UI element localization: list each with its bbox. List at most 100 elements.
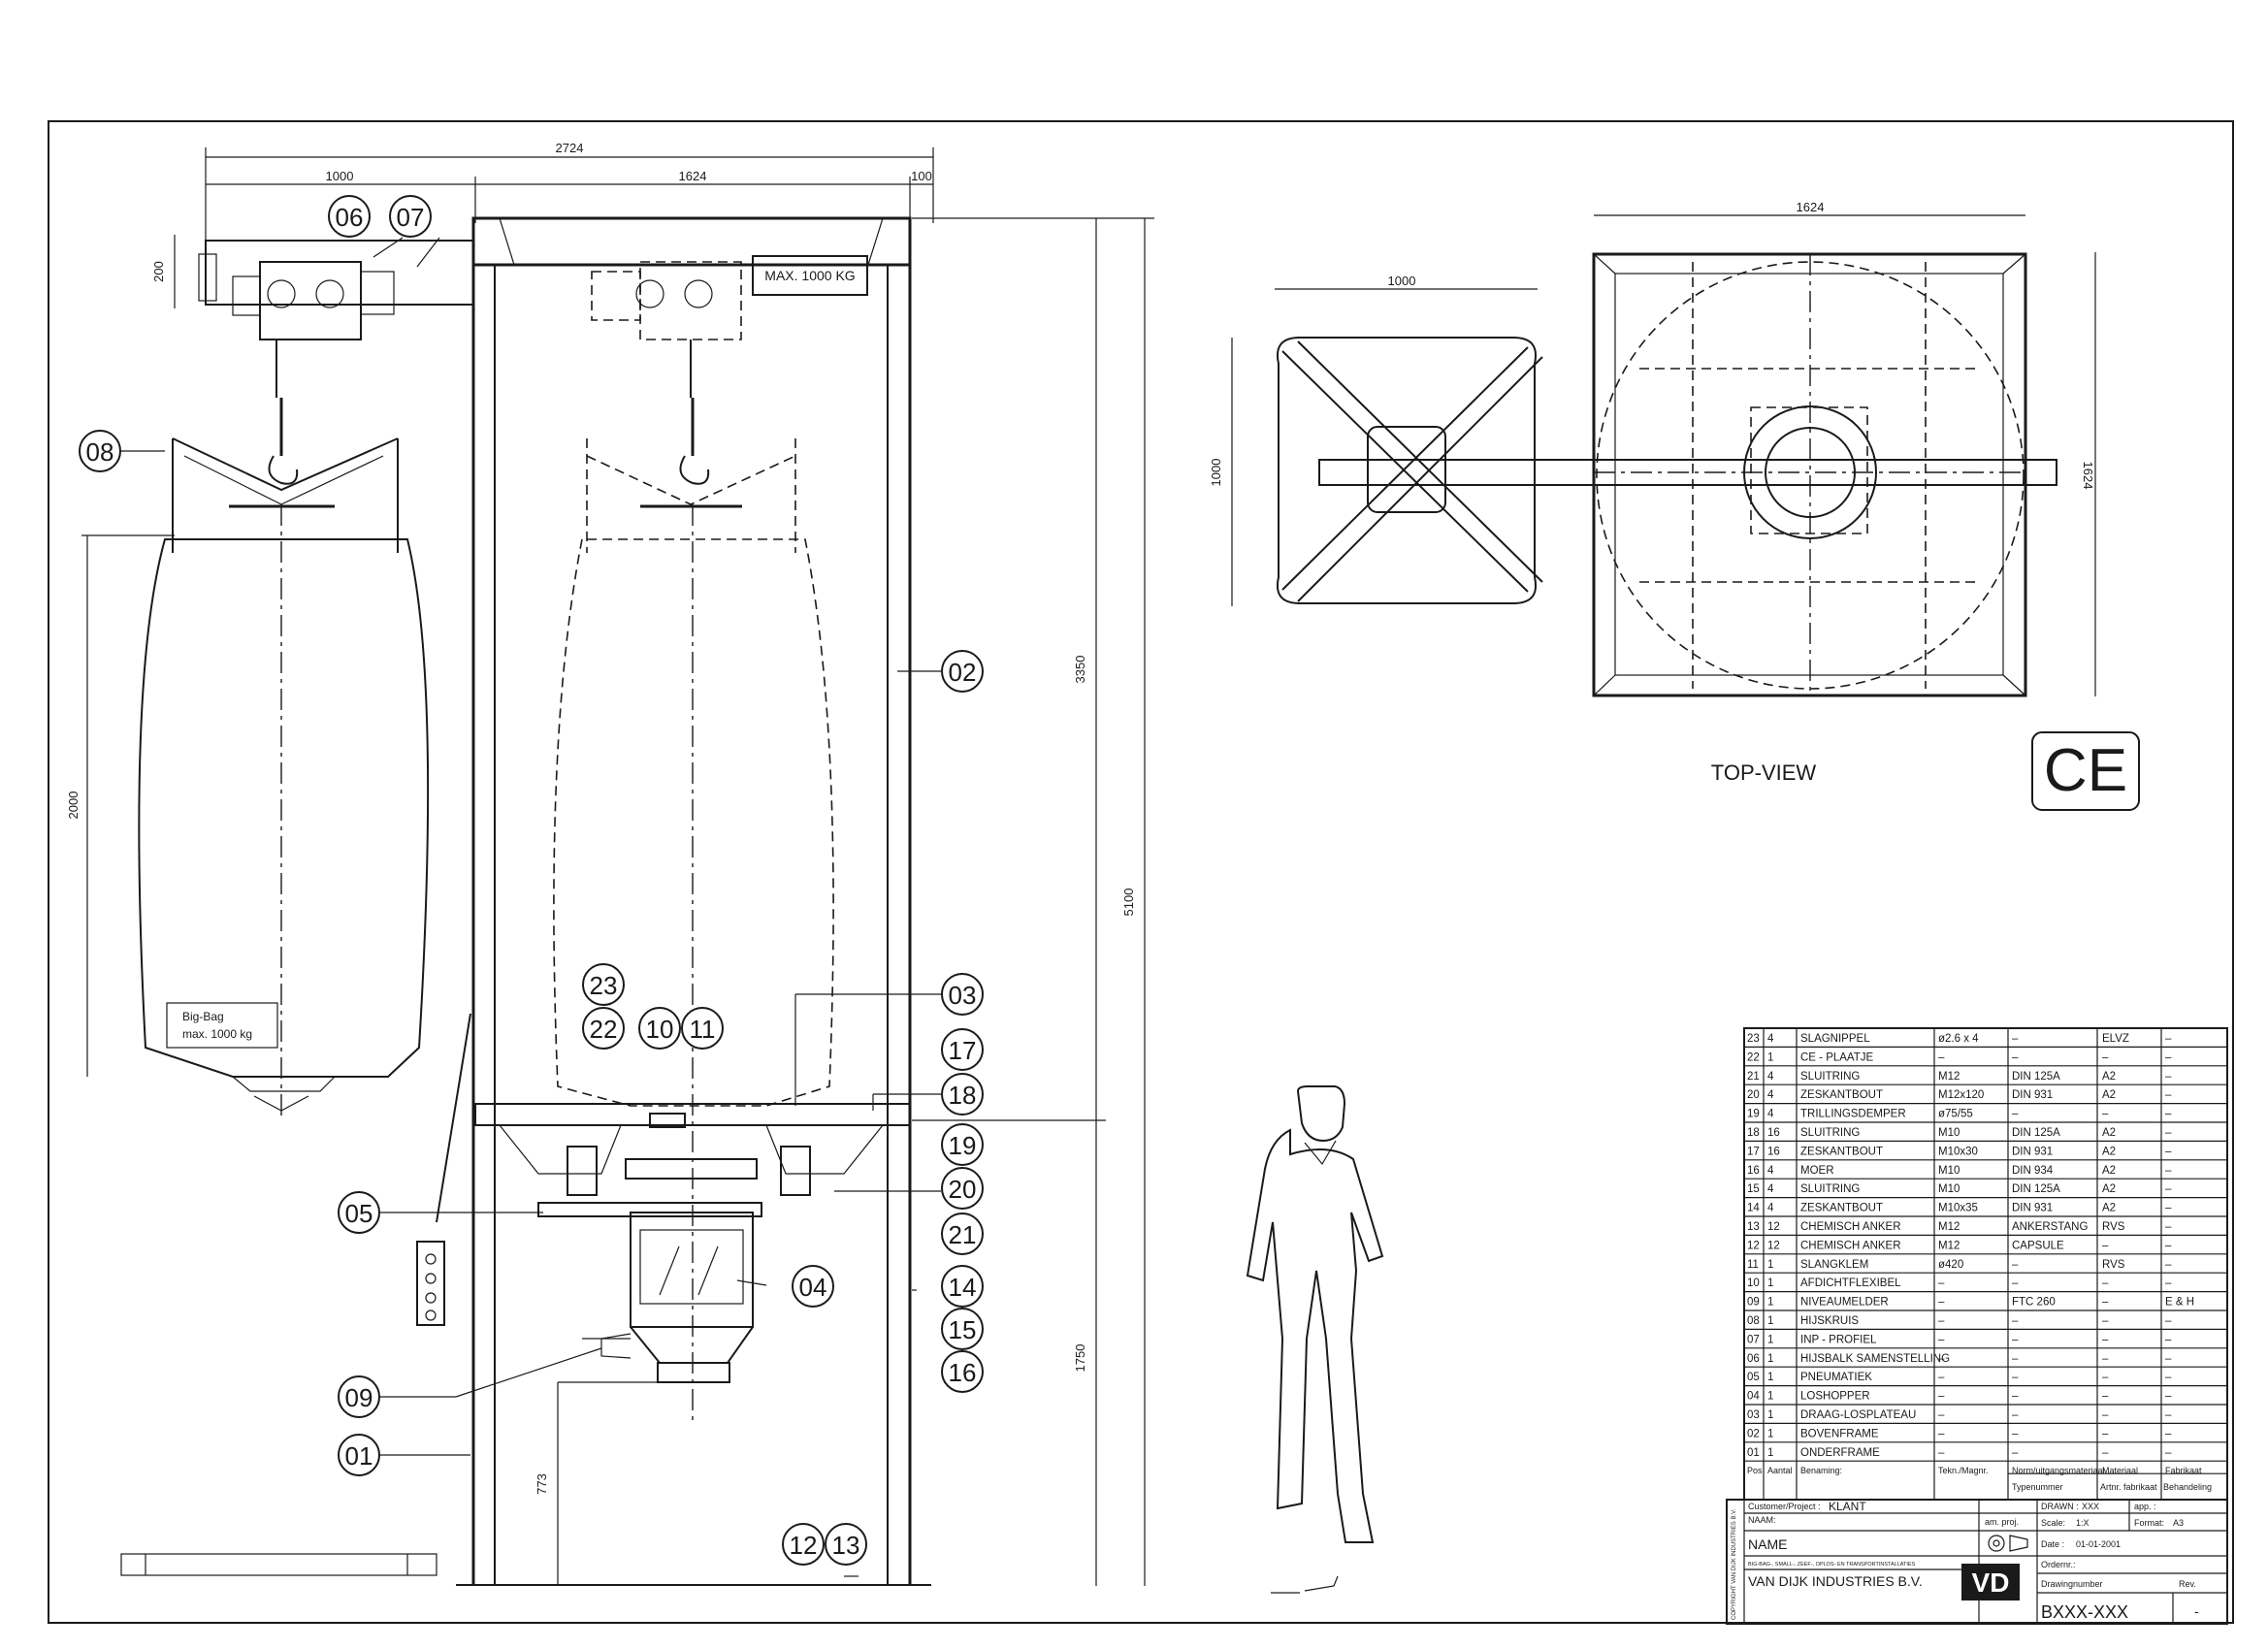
parts-cell: 05	[1747, 1372, 1760, 1383]
parts-cell: –	[2165, 1277, 2172, 1289]
parts-cell: 4	[1767, 1033, 1774, 1045]
callout-21: 21	[941, 1212, 984, 1255]
callout-01: 01	[338, 1434, 380, 1476]
parts-cell: –	[2012, 1277, 2019, 1289]
parts-cell: 15	[1747, 1183, 1760, 1195]
parts-cell: –	[2165, 1146, 2172, 1157]
svg-text:15: 15	[949, 1315, 977, 1344]
parts-cell: CHEMISCH ANKER	[1800, 1221, 1901, 1233]
parts-cell: –	[2102, 1240, 2109, 1251]
dim-top-left-depth: 1000	[1209, 459, 1223, 487]
parts-cell: –	[1938, 1372, 1945, 1383]
parts-cell: –	[2165, 1071, 2172, 1083]
parts-cell: –	[2165, 1428, 2172, 1439]
parts-cell: 09	[1747, 1297, 1760, 1309]
parts-cell: –	[2102, 1353, 2109, 1365]
header-benaming: Benaming:	[1800, 1466, 1842, 1475]
callout-13: 13	[825, 1523, 867, 1566]
parts-cell: –	[2165, 1165, 2172, 1177]
parts-cell: RVS	[2102, 1259, 2125, 1271]
parts-cell: PNEUMATIEK	[1800, 1372, 1872, 1383]
parts-cell: A2	[2102, 1071, 2116, 1083]
parts-cell: M12	[1938, 1071, 1960, 1083]
svg-text:08: 08	[86, 437, 114, 467]
parts-cell: –	[2165, 1127, 2172, 1139]
name-value: NAME	[1748, 1536, 1787, 1552]
parts-cell: INP - PROFIEL	[1800, 1334, 1877, 1345]
parts-cell: –	[2165, 1372, 2172, 1383]
customer-label: Customer/Project :	[1748, 1502, 1821, 1511]
parts-cell: 4	[1767, 1071, 1774, 1083]
parts-cell: E & H	[2165, 1297, 2194, 1309]
parts-cell: –	[2102, 1277, 2109, 1289]
bag-label-line1: Big-Bag	[182, 1010, 224, 1023]
drawingnumber-value: BXXX-XXX	[2041, 1602, 2128, 1622]
parts-cell: MOER	[1800, 1165, 1834, 1177]
parts-cell: SLUITRING	[1800, 1127, 1860, 1139]
dim-top-right-depth: 1624	[2081, 462, 2095, 490]
parts-cell: M10	[1938, 1165, 1960, 1177]
parts-cell: –	[1938, 1334, 1945, 1345]
callout-04: 04	[792, 1265, 834, 1308]
dim-hopper-height: 773	[535, 1473, 549, 1495]
parts-cell: HIJSKRUIS	[1800, 1315, 1859, 1327]
callout-17: 17	[941, 1028, 984, 1071]
svg-text:11: 11	[690, 1015, 716, 1044]
parts-cell: 11	[1747, 1259, 1759, 1271]
parts-cell: 1	[1767, 1297, 1773, 1309]
parts-cell: 1	[1767, 1259, 1773, 1271]
parts-cell: A2	[2102, 1089, 2116, 1101]
parts-cell: 08	[1747, 1315, 1760, 1327]
parts-cell: CHEMISCH ANKER	[1800, 1240, 1901, 1251]
date-label: Date :	[2041, 1539, 2064, 1549]
frame-structure: MAX. 1000 KG	[198, 216, 912, 1586]
parts-cell: 21	[1747, 1071, 1760, 1083]
callout-18: 18	[941, 1073, 984, 1116]
parts-cell: 20	[1747, 1089, 1760, 1101]
svg-text:21: 21	[949, 1220, 977, 1249]
hoist-right-dashed	[591, 261, 742, 485]
svg-text:22: 22	[590, 1015, 618, 1044]
svg-text:13: 13	[832, 1531, 860, 1560]
parts-cell: DIN 931	[2012, 1203, 2053, 1214]
hoist-left	[232, 261, 395, 485]
parts-cell: RVS	[2102, 1221, 2125, 1233]
parts-cell: –	[2102, 1447, 2109, 1459]
parts-cell: CE - PLAATJE	[1800, 1051, 1874, 1063]
parts-cell: 1	[1767, 1428, 1773, 1439]
big-bag-left: Big-Bag max. 1000 kg 2000	[66, 437, 430, 1116]
parts-cell: 16	[1747, 1165, 1760, 1177]
copyright-vertical: COPYRIGHT VAN DIJK INDUSTRIES B.V.	[1732, 1508, 1737, 1620]
base-skid	[120, 1553, 931, 1586]
big-bag-right-dashed	[553, 438, 834, 1426]
parts-cell: –	[2012, 1051, 2019, 1063]
parts-cell: –	[2012, 1109, 2019, 1120]
callout-15: 15	[941, 1308, 984, 1350]
company-tagline: BIG-BAG-, SMALL-, ZEEF-, OPLOS- EN TRANS…	[1748, 1562, 1916, 1568]
max-load-plate: MAX. 1000 KG	[764, 268, 855, 283]
header-tekn: Tekn./Magnr.	[1938, 1466, 1989, 1475]
parts-cell: ø420	[1938, 1259, 1963, 1271]
parts-cell: ZESKANTBOUT	[1800, 1146, 1883, 1157]
svg-text:20: 20	[949, 1175, 977, 1204]
parts-cell: –	[2165, 1109, 2172, 1120]
drawingnumber-label: Drawingnumber	[2041, 1579, 2103, 1589]
parts-cell: –	[2102, 1391, 2109, 1403]
parts-cell: NIVEAUMELDER	[1800, 1297, 1889, 1309]
parts-cell: FTC 260	[2012, 1297, 2056, 1309]
drawn-value: XXX	[2082, 1502, 2099, 1511]
dim-top-right-width: 1624	[1797, 200, 1825, 214]
parts-cell: ø2.6 x 4	[1938, 1033, 1979, 1045]
parts-cell: –	[2165, 1447, 2172, 1459]
parts-cell: 19	[1747, 1109, 1760, 1120]
svg-text:10: 10	[646, 1015, 674, 1044]
callout-16: 16	[941, 1350, 984, 1393]
